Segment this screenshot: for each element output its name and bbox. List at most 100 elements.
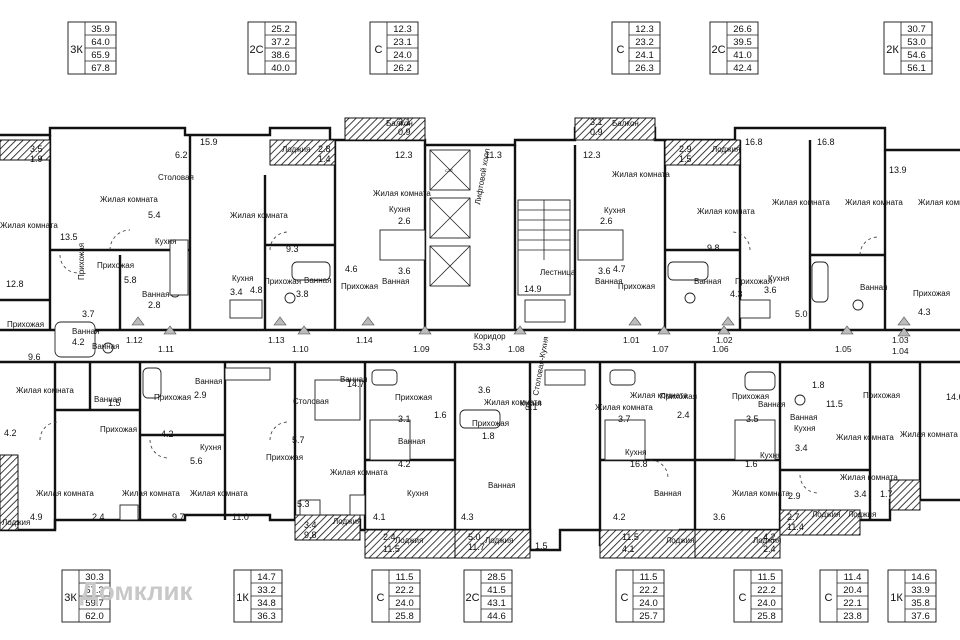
room-area: 3.4 [230, 287, 243, 297]
room-area: 3.6 [764, 285, 777, 295]
room-area: 3.5 [746, 414, 759, 424]
apartment-area-value: 53.0 [907, 37, 926, 48]
corridor-label: 1.11 [158, 344, 174, 354]
room-label: Жилая комната [732, 489, 790, 498]
room-area: 2.4 [92, 512, 105, 522]
room-label: Кухня [604, 206, 625, 215]
room-label: Прихожая [341, 282, 378, 291]
room-area: 11.0 [232, 512, 249, 522]
apartment-area-value: 41.5 [487, 585, 506, 596]
room-area: 3.1 [525, 402, 538, 412]
room-area: 2.8 [148, 300, 161, 310]
room-area: 2.9 [194, 390, 207, 400]
room-label: Прихожая [732, 392, 769, 401]
corridor-label: 1.03 [892, 335, 909, 345]
room-area: 1.7 [880, 489, 893, 499]
room-label: Ванная [398, 437, 425, 446]
room-label: Ванная [94, 395, 121, 404]
room-area: 2.9 [679, 144, 692, 154]
apartments_bottom-table: С11.420.422.123.8 [819, 569, 869, 623]
room-label: Кухня [768, 274, 789, 283]
room-area: 3.6 [598, 266, 611, 276]
room-label: Лоджия [395, 536, 423, 545]
room-label: Лоджия [712, 145, 740, 154]
corridor-marker [418, 325, 432, 335]
apartment-area-value: 25.8 [395, 611, 414, 622]
room-area: 2.8 [318, 144, 331, 154]
apartment-area-value: 11.5 [396, 572, 414, 583]
apartment-area-value: 37.6 [911, 611, 930, 622]
apartment-area-value: 30.7 [907, 24, 926, 35]
room-label: Лестница [540, 268, 576, 277]
room-label: Кухня [520, 399, 541, 408]
room-label: Лоджия [333, 517, 361, 526]
room-label: Жилая комната [100, 195, 158, 204]
room-label: Ванная [860, 283, 887, 292]
room-area: 53.3 [473, 342, 491, 352]
room-area: 5.8 [124, 275, 137, 285]
loggias [0, 117, 921, 559]
room-label: Ванная [340, 375, 367, 384]
room-area: 3.1 [398, 117, 411, 127]
room-area: 5.3 [297, 499, 310, 509]
room-label: Прихожая [100, 425, 137, 434]
room-label: Ванная [654, 489, 681, 498]
room-area: 3.6 [478, 385, 491, 395]
corridor-marker [513, 325, 527, 335]
room-area: 1.8 [812, 380, 825, 390]
room-area: 16.8 [745, 137, 763, 147]
room-label: Прихожая [77, 243, 86, 280]
apartment-area-value: 54.6 [907, 50, 926, 61]
apartment-area-value: 22.2 [639, 585, 658, 596]
room-label: Жилая комната [484, 398, 542, 407]
room-area: 0.9 [398, 127, 411, 137]
room-area: 4.3 [918, 307, 931, 317]
apartment-type: С [621, 592, 629, 604]
apartment-area-value: 11.4 [844, 572, 862, 583]
room-label: Кухня [760, 451, 781, 460]
apartment-area-value: 23.8 [843, 611, 862, 622]
room-label: Жилая комната [36, 489, 94, 498]
room-label: Жилая комната [836, 433, 894, 442]
room-label: Жилая комната [373, 189, 431, 198]
apartment-type: 1К [890, 592, 903, 604]
room-label: Прихожая [660, 392, 697, 401]
room-area: 3.4 [854, 489, 867, 499]
apartment-type: С [377, 592, 385, 604]
apartment-area-value: 41.0 [733, 50, 752, 61]
corridor-label: 1.12 [126, 335, 143, 345]
room-area: 4.2 [763, 532, 776, 542]
room-area: 4.3 [461, 512, 474, 522]
room-area: 2.6 [600, 216, 613, 226]
room-label: Прихожая [913, 289, 950, 298]
corridor-label: 1.13 [268, 335, 285, 345]
room-label: Кухня [389, 205, 410, 214]
apartment-type: 2С [465, 592, 479, 604]
room-label: Ванная [382, 277, 409, 286]
corridor-marker [897, 316, 911, 326]
room-area: 3.4 [304, 520, 317, 530]
area-labels: 6.215.913.55.45.83.712.82.84.29.63.43.51… [0, 0, 960, 554]
room-area: 5.4 [148, 210, 161, 220]
apartment-area-value: 24.1 [635, 50, 654, 61]
apartment-tables-bottom: 3К30.357.359.762.01К14.733.234.836.3С11.… [61, 569, 937, 623]
room-area: 4.2 [613, 512, 626, 522]
room-area: 3.5 [30, 144, 43, 154]
room-label: Балкон [612, 119, 639, 128]
room-area: 3.6 [398, 266, 411, 276]
room-area: 1.6 [434, 410, 447, 420]
apartments_bottom-table: С11.522.224.025.8 [733, 569, 783, 623]
room-area: 4.2 [161, 429, 174, 439]
apartment-area-value: 62.0 [85, 611, 104, 622]
room-area: 12.3 [583, 150, 601, 160]
apartment-area-value: 28.5 [487, 572, 506, 583]
room-area: 4.1 [373, 512, 386, 522]
room-area: 11.7 [468, 542, 485, 552]
room-label: Прихожая [863, 391, 900, 400]
apartment-area-value: 25.2 [271, 24, 290, 35]
room-label: Жилая комната [595, 403, 653, 412]
